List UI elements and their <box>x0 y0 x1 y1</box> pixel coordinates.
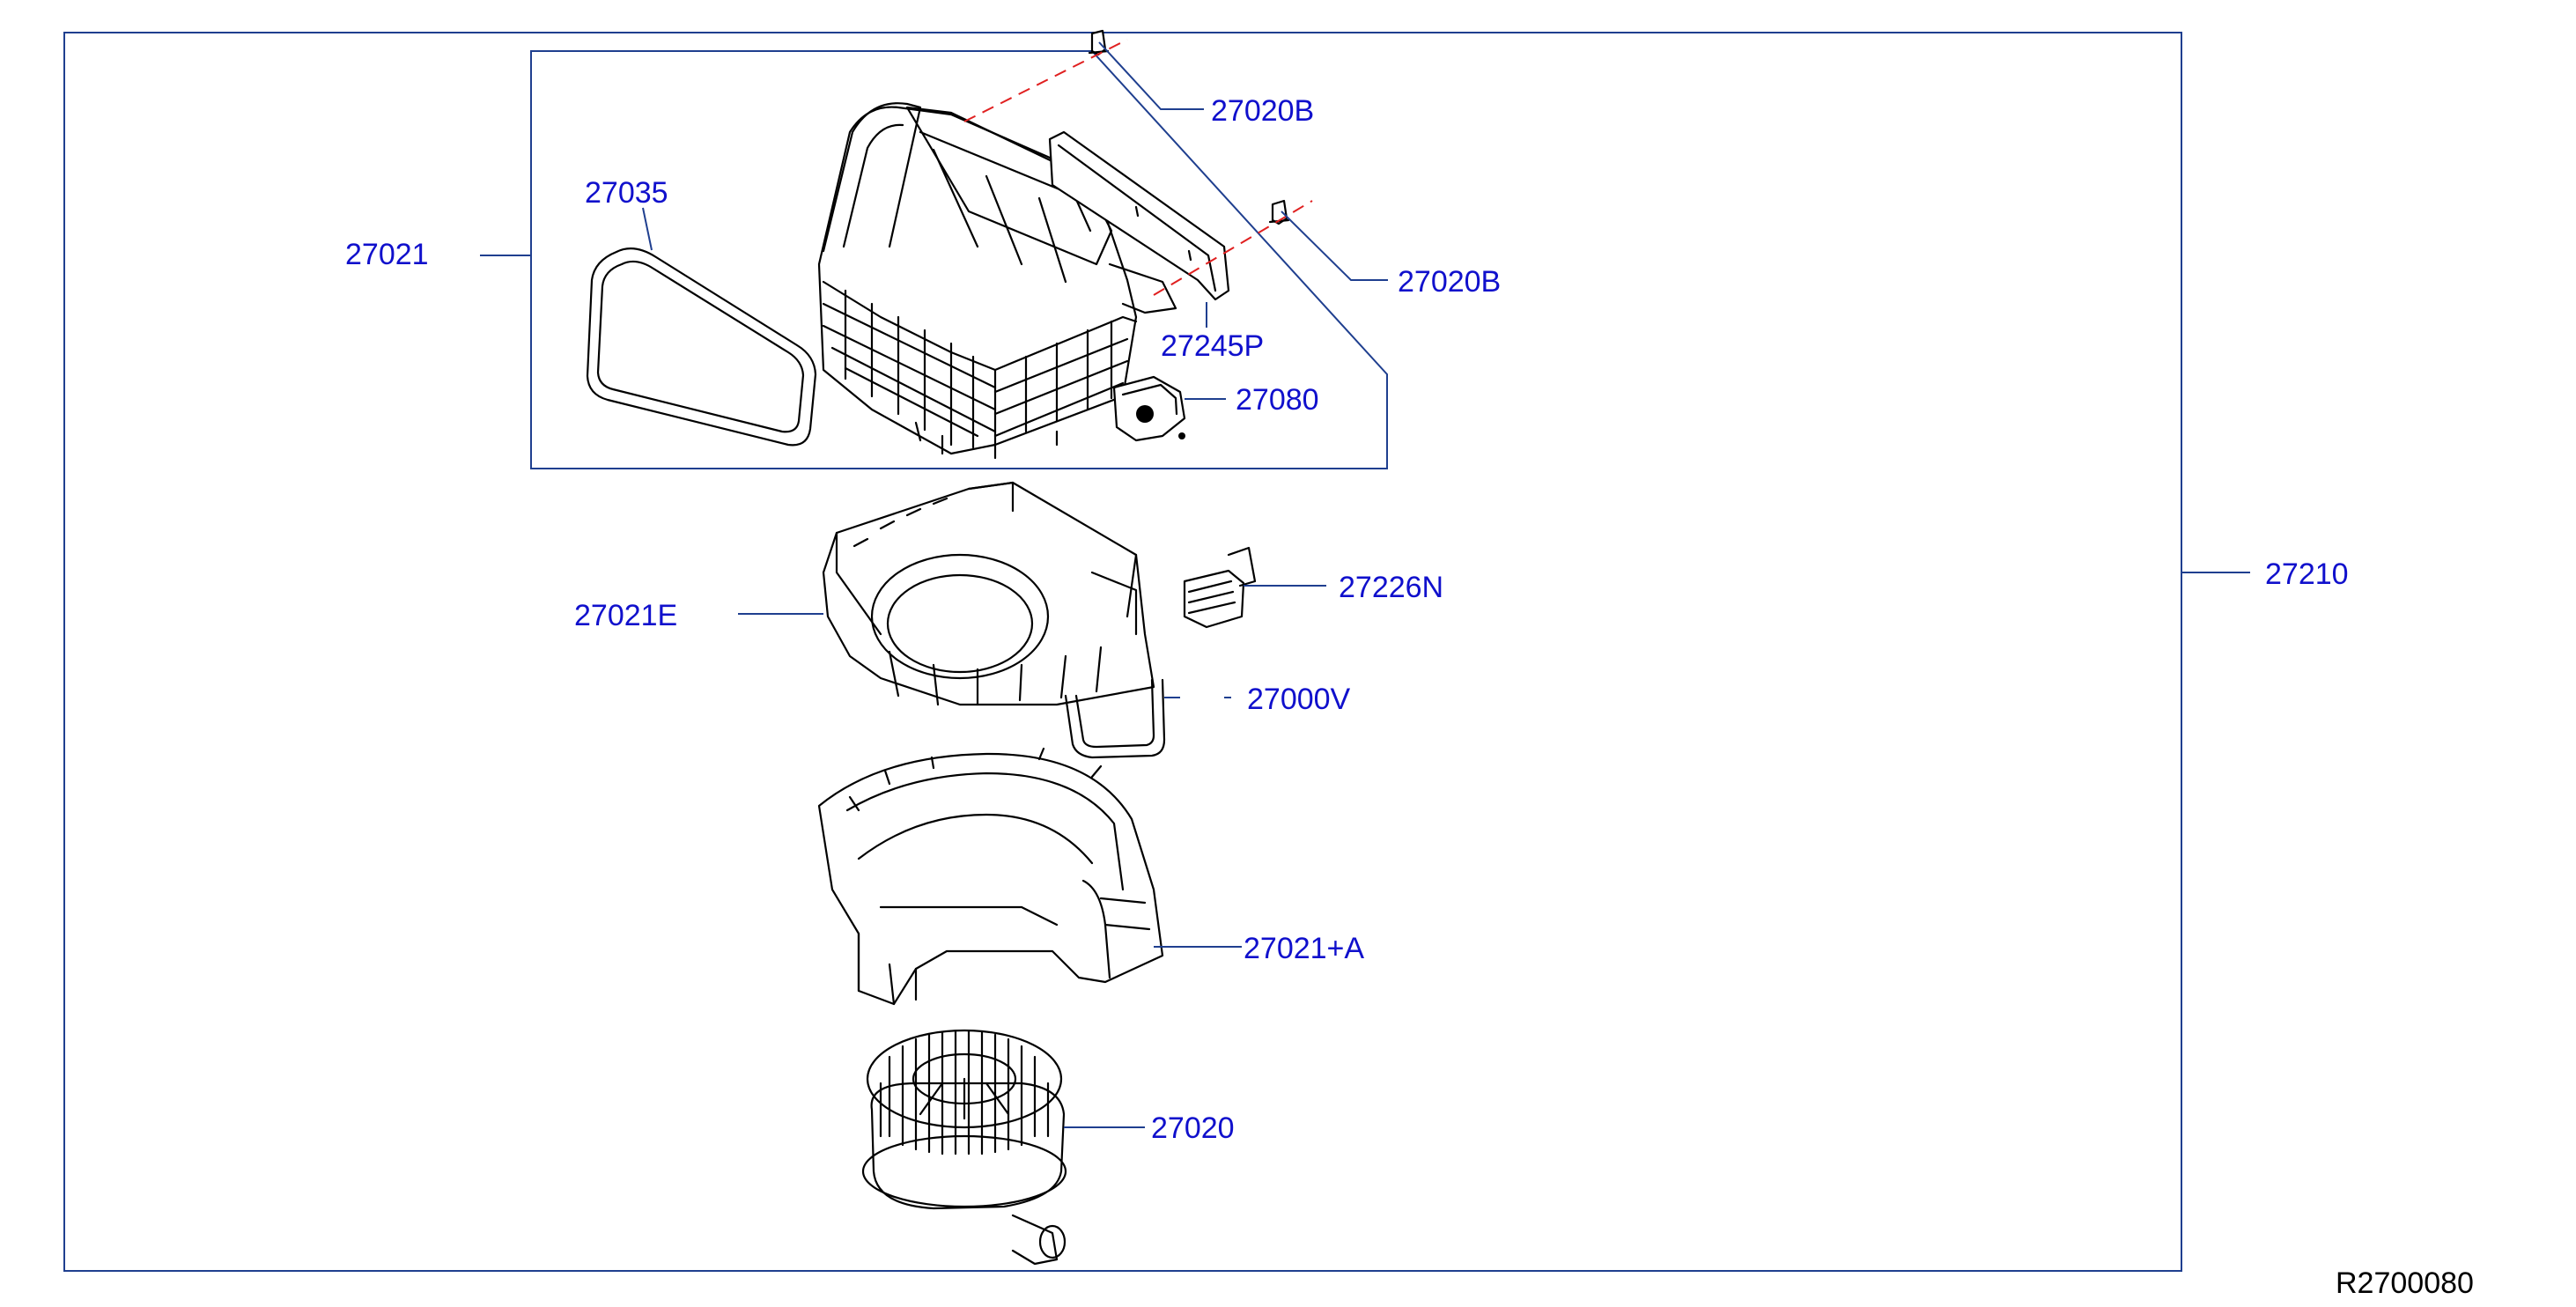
label-27020[interactable]: 27020 <box>1151 1111 1235 1145</box>
fan-motor-icon[interactable] <box>861 1029 1067 1266</box>
gasket-icon[interactable] <box>586 247 817 447</box>
assembly-frame <box>63 32 2182 1272</box>
bracket-icon[interactable] <box>1048 130 1230 301</box>
label-27210[interactable]: 27210 <box>2265 558 2349 591</box>
leader-lines <box>480 41 2250 1128</box>
reference-code: R2700080 <box>2336 1266 2474 1300</box>
subassembly-frame <box>530 50 1388 469</box>
intake-housing-icon[interactable] <box>817 102 1177 460</box>
label-27080[interactable]: 27080 <box>1236 383 1319 417</box>
label-27021a[interactable]: 27021+A <box>1244 932 1364 965</box>
label-27021e[interactable]: 27021E <box>574 599 677 632</box>
actuator-icon[interactable] <box>1112 375 1186 442</box>
label-27245p[interactable]: 27245P <box>1161 329 1264 363</box>
label-27226n[interactable]: 27226N <box>1339 571 1443 604</box>
label-27035[interactable]: 27035 <box>585 176 668 210</box>
label-27020b-top[interactable]: 27020B <box>1211 94 1314 128</box>
resistor-icon[interactable] <box>1183 546 1257 629</box>
guide-line-top <box>963 39 1128 122</box>
label-27000v[interactable]: 27000V <box>1247 683 1351 716</box>
blower-case-icon[interactable] <box>822 481 1155 706</box>
duct-ring-icon[interactable] <box>1064 678 1166 759</box>
label-27021[interactable]: 27021 <box>345 238 429 271</box>
label-27020b-right[interactable]: 27020B <box>1398 265 1501 299</box>
scroll-case-icon[interactable] <box>817 747 1164 1006</box>
